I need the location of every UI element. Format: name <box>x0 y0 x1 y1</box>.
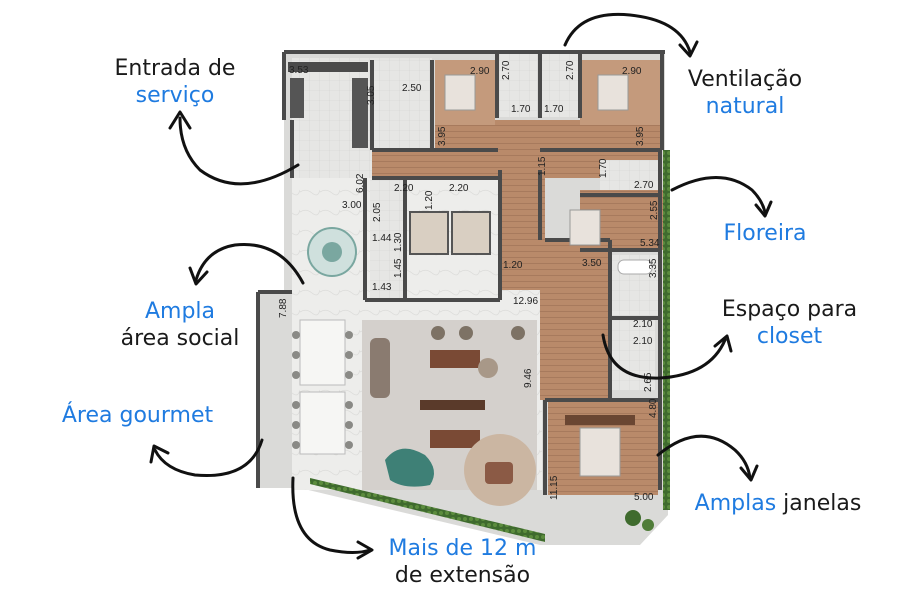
dim-text: 1.70 <box>511 104 531 115</box>
arrow-head <box>713 334 733 353</box>
callout-ventilacao-line2: natural <box>705 94 785 119</box>
arrow-head <box>754 200 773 218</box>
arrow-floreira <box>670 176 767 214</box>
dim-text: 1.20 <box>503 260 523 271</box>
dim-text: 5.00 <box>634 492 654 503</box>
callout-gourmet-line1: Área gourmet <box>61 403 214 428</box>
dim-text: 2.20 <box>394 183 414 194</box>
arrow-head <box>739 464 759 482</box>
dim-text: 2.20 <box>449 183 469 194</box>
dim-text: 2.10 <box>633 336 653 347</box>
callout-ventilacao: Ventilação natural <box>665 66 825 120</box>
dim-text: 2.65 <box>643 372 654 392</box>
callout-espaco: Espaço para closet <box>707 296 872 350</box>
dim-text: 3.35 <box>648 258 659 278</box>
callout-janelas-word2: janelas <box>776 491 862 516</box>
callout-floreira: Floreira <box>700 220 830 247</box>
dim-text: 9.46 <box>523 368 534 388</box>
callout-floreira-line1: Floreira <box>723 221 807 246</box>
dim-text: 1.70 <box>598 158 609 178</box>
arrow-head <box>168 110 192 130</box>
dim-text: 2.70 <box>634 180 654 191</box>
dim-text: 1.45 <box>393 258 404 278</box>
arrow-head <box>678 40 699 58</box>
callout-janelas-word1: Amplas <box>694 491 777 516</box>
dim-text: 2.90 <box>470 66 490 77</box>
dim-text: 1.15 <box>537 156 548 176</box>
callout-entrada-line2: serviço <box>135 83 215 108</box>
callout-extensao: Mais de 12 m de extensão <box>375 535 550 589</box>
dim-text: 1.70 <box>544 104 564 115</box>
arrow-gourmet <box>153 438 264 478</box>
dim-text: 2.90 <box>622 66 642 77</box>
callout-ventilacao-line1: Ventilação <box>687 67 803 92</box>
dim-text: 2.50 <box>402 83 422 94</box>
dim-text: 2.70 <box>501 60 512 80</box>
dim-text: 1.43 <box>372 282 392 293</box>
dim-text: 6.02 <box>355 173 366 193</box>
arrow-entrada <box>178 116 300 186</box>
dim-text: 4.80 <box>648 398 659 418</box>
callout-extensao-line1: Mais de 12 m <box>388 536 537 561</box>
callout-ampla-line2: área social <box>120 326 240 351</box>
arrow-head <box>356 540 374 560</box>
dim-text: 2.70 <box>565 60 576 80</box>
dim-text: 2.10 <box>633 319 653 330</box>
dim-text: 3.05 <box>366 85 377 105</box>
dim-text: 1.30 <box>393 232 404 252</box>
callout-ampla-line1: Ampla <box>144 299 216 324</box>
callout-janelas: Amplas janelas <box>678 490 878 517</box>
callout-espaco-line1: Espaço para <box>721 297 858 322</box>
callout-ampla: Ampla área social <box>105 298 255 352</box>
arrow-ventilacao <box>563 12 692 54</box>
dim-text: 3.00 <box>342 200 362 211</box>
dim-text: 3.95 <box>635 126 646 146</box>
dim-text: 5.34 <box>640 238 660 249</box>
callout-gourmet: Área gourmet <box>45 402 230 429</box>
arrow-espaco <box>601 333 727 380</box>
callout-entrada-line1: Entrada de <box>114 56 236 81</box>
callout-entrada: Entrada de serviço <box>95 55 255 109</box>
callout-extensao-line2: de extensão <box>394 563 531 588</box>
dim-text: 2.05 <box>372 202 383 222</box>
arrow-head <box>149 444 170 464</box>
dim-text: 1.20 <box>424 190 435 210</box>
arrow-extensao <box>291 476 372 554</box>
dim-text: 1.44 <box>372 233 392 244</box>
dim-text: 7.88 <box>278 298 289 318</box>
dim-text: 2.55 <box>649 200 660 220</box>
arrow-janelas <box>656 434 752 480</box>
callout-espaco-line2: closet <box>756 324 823 349</box>
dim-text: 12.96 <box>513 296 538 307</box>
arrow-ampla <box>194 242 305 285</box>
arrow-head <box>188 266 209 286</box>
dim-text: 3.95 <box>437 126 448 146</box>
dim-text: 11.15 <box>549 475 560 500</box>
dim-text: 3.53 <box>289 65 309 76</box>
dim-text: 3.50 <box>582 258 602 269</box>
